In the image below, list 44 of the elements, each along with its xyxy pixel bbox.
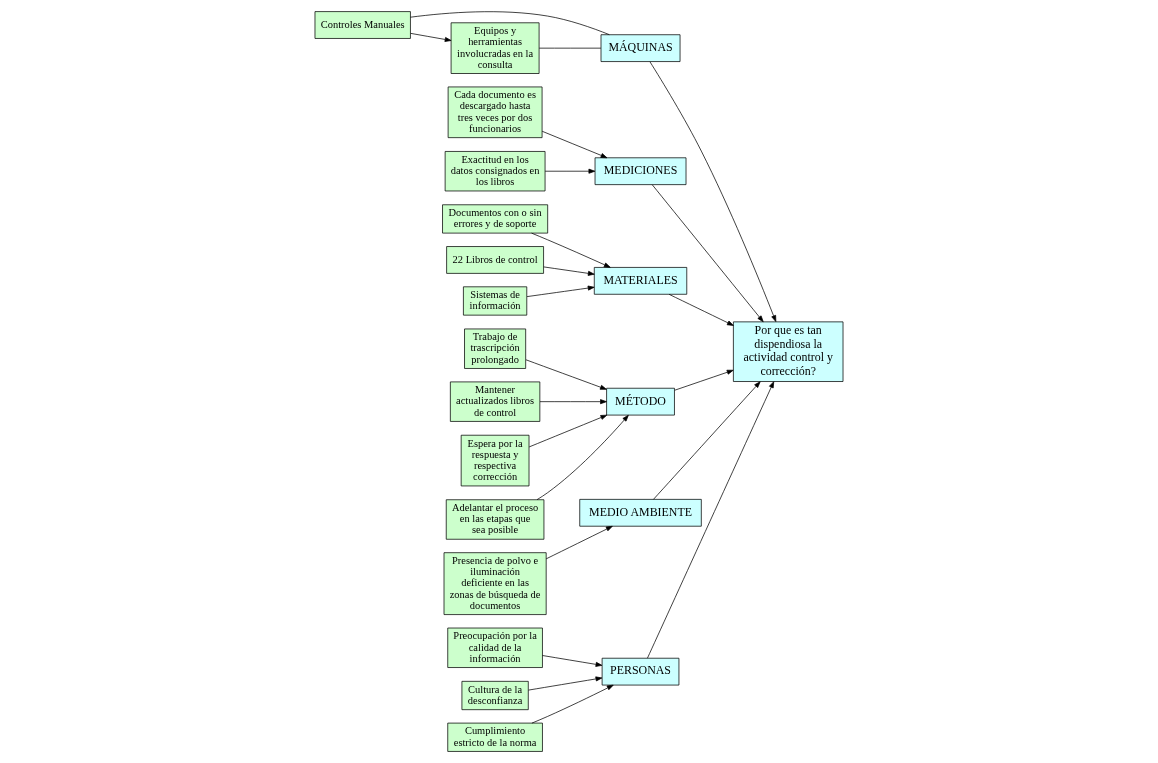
node-box: Documentos con o sin errores y de soporte [442, 204, 549, 234]
arrow [545, 525, 613, 560]
arrow [528, 676, 603, 691]
arrow [674, 369, 734, 391]
node-box: Adelantar el proceso en las etapas que sea posible [445, 499, 545, 540]
arrow [542, 655, 603, 667]
node-box: Sistemas de información [463, 286, 528, 316]
node-box: Cumplimiento estricto de la norma [447, 722, 543, 752]
arrow [528, 414, 608, 448]
connector [538, 47, 602, 49]
node-box: 22 Libros de control [446, 246, 544, 274]
node-box: PERSONAS [601, 657, 680, 686]
node-box: Trabajo de trascripción prolongado [464, 328, 527, 369]
arrow [539, 399, 607, 405]
node-box: Espera por la respuesta y respectiva corrección [460, 434, 530, 487]
arrow [541, 130, 608, 159]
node-box: Presencia de polvo e iluminación deficiente en las zonas de búsqueda de documentos [443, 552, 547, 615]
connector [410, 11, 610, 36]
node-box: MATERIALES [593, 267, 688, 295]
arrow [410, 33, 452, 42]
node-box: Controles Manuales [314, 11, 411, 39]
arrow [668, 293, 734, 326]
arrow [647, 381, 775, 659]
node-box: Exactitud en los datos consignados en los libros [444, 151, 546, 192]
arrow [543, 266, 595, 276]
arrow [649, 61, 777, 322]
node-box: Por que es tan dispendiosa la actividad control y corrección? [733, 321, 844, 382]
arrow [525, 359, 607, 390]
node-box: MÁQUINAS [600, 34, 681, 62]
node-box: Preocupación por la calidad de la información [447, 627, 543, 668]
node-box: Equipos y herramientas involucradas en la consulta [450, 22, 540, 74]
node-box: MÉTODO [606, 387, 675, 416]
node-box: Cada documento es descargado hasta tres veces por dos funcionarios [447, 86, 543, 139]
arrow [544, 168, 596, 174]
arrow [526, 285, 595, 297]
arrow [531, 232, 611, 268]
node-box: Mantener actualizados libros de control [449, 381, 541, 422]
arrow [531, 684, 614, 724]
node-box: MEDICIONES [594, 157, 687, 185]
arrow [653, 381, 761, 500]
node-box: Cultura de la desconfianza [461, 680, 529, 711]
arrow [651, 184, 764, 323]
arrow [536, 414, 629, 501]
node-box: MEDIO AMBIENTE [579, 499, 702, 527]
